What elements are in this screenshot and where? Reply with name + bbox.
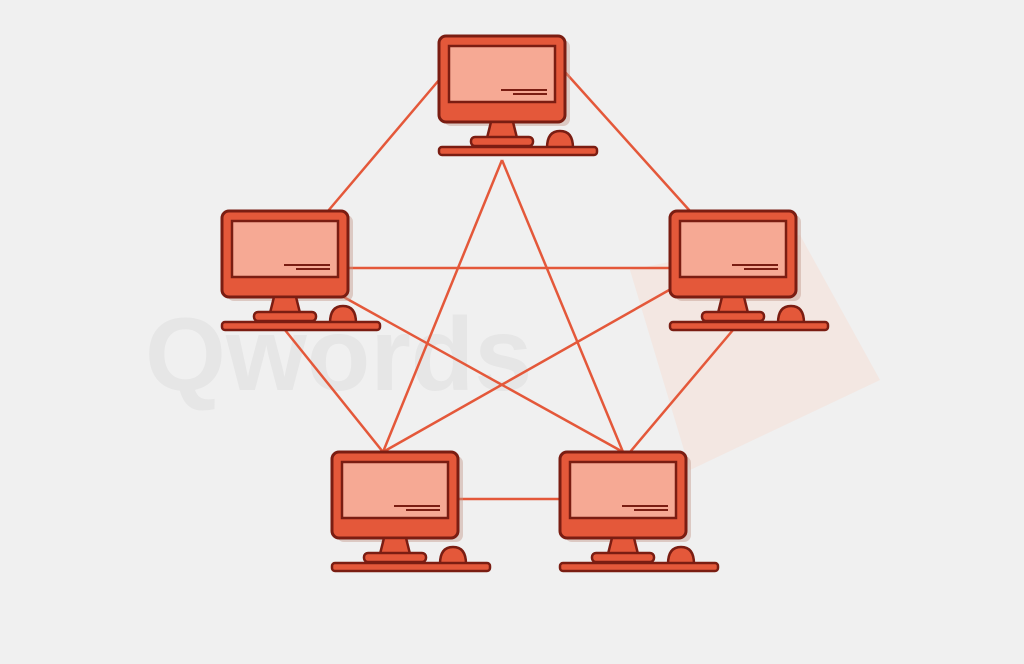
link-pc-right-pc-bottom-left [382,283,679,454]
link-lines [284,71,734,501]
link-pc-left-pc-bottom-right [339,293,624,454]
link-pc-top-pc-bottom-left [381,159,504,453]
desktop-computer-icon [558,450,720,573]
desktop-computer-icon [330,450,492,573]
link-pc-top-pc-right [564,71,691,212]
link-pc-left-pc-bottom-left [284,329,384,453]
link-pc-top-pc-bottom-right [500,159,625,453]
desktop-computer-icon [437,34,599,157]
link-pc-top-pc-left [327,79,440,212]
link-pc-right-pc-bottom-right [629,329,734,453]
